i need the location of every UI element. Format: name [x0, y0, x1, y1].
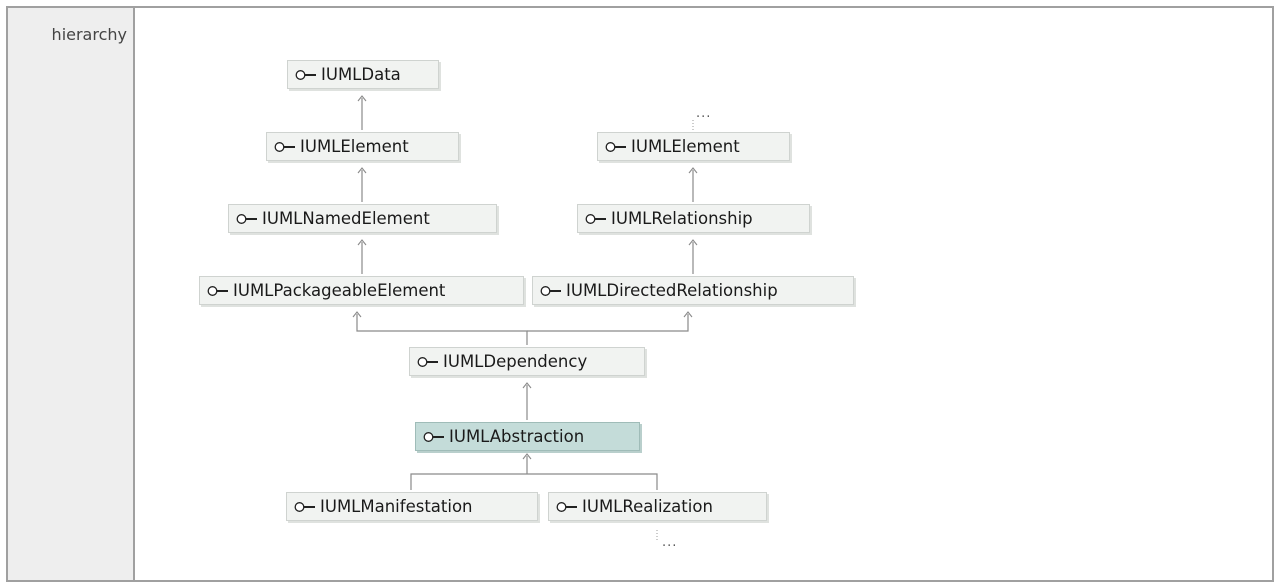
node-iumlnamedelement[interactable]: IUMLNamedElement [228, 204, 497, 233]
arrow-head [357, 239, 367, 246]
node-label: IUMLAbstraction [449, 427, 585, 446]
node-iumlabstraction-selected[interactable]: IUMLAbstraction [415, 422, 640, 451]
node-iumlrelationship[interactable]: IUMLRelationship [577, 204, 810, 233]
node-label: IUMLManifestation [320, 497, 473, 516]
link-line [527, 314, 689, 332]
node-iumlmanifestation[interactable]: IUMLManifestation [286, 492, 538, 521]
interface-lollipop-icon [295, 69, 316, 80]
node-iumldata[interactable]: IUMLData [287, 60, 439, 89]
interface-lollipop-icon [423, 431, 444, 442]
more-descendants-ellipsis[interactable]: ... [662, 535, 678, 550]
arrow-head [522, 382, 532, 389]
link-line [410, 473, 658, 490]
node-iumldependency[interactable]: IUMLDependency [409, 347, 645, 376]
node-label: IUMLDirectedRelationship [566, 281, 778, 300]
interface-lollipop-icon [236, 213, 257, 224]
node-label: IUMLElement [300, 137, 409, 156]
more-ancestors-ellipsis[interactable]: ... [696, 106, 712, 121]
arrow-head [357, 167, 367, 174]
arrow-head [357, 95, 367, 102]
link-line [356, 314, 528, 345]
interface-lollipop-icon [294, 501, 315, 512]
node-iumlelement-2[interactable]: IUMLElement [597, 132, 790, 161]
node-iumldirectedrelationship[interactable]: IUMLDirectedRelationship [532, 276, 854, 305]
interface-lollipop-icon [556, 501, 577, 512]
interface-lollipop-icon [540, 285, 561, 296]
node-iumlpackageableelement[interactable]: IUMLPackageableElement [199, 276, 524, 305]
section-sidebar: hierarchy [8, 8, 135, 580]
interface-lollipop-icon [417, 356, 438, 367]
node-label: IUMLData [321, 65, 401, 84]
node-iumlrealization[interactable]: IUMLRealization [548, 492, 767, 521]
node-label: IUMLDependency [443, 352, 588, 371]
interface-lollipop-icon [585, 213, 606, 224]
arrow-head [688, 167, 698, 174]
node-label: IUMLPackageableElement [233, 281, 446, 300]
interface-lollipop-icon [605, 141, 626, 152]
arrow-head [683, 311, 693, 318]
interface-lollipop-icon [207, 285, 228, 296]
node-iumlelement[interactable]: IUMLElement [266, 132, 459, 161]
node-label: IUMLNamedElement [262, 209, 430, 228]
section-label: hierarchy [51, 25, 127, 44]
arrow-head [352, 311, 362, 318]
node-label: IUMLElement [631, 137, 740, 156]
arrow-head [522, 453, 532, 460]
node-label: IUMLRealization [582, 497, 713, 516]
interface-lollipop-icon [274, 141, 295, 152]
node-label: IUMLRelationship [611, 209, 753, 228]
arrow-head [688, 239, 698, 246]
